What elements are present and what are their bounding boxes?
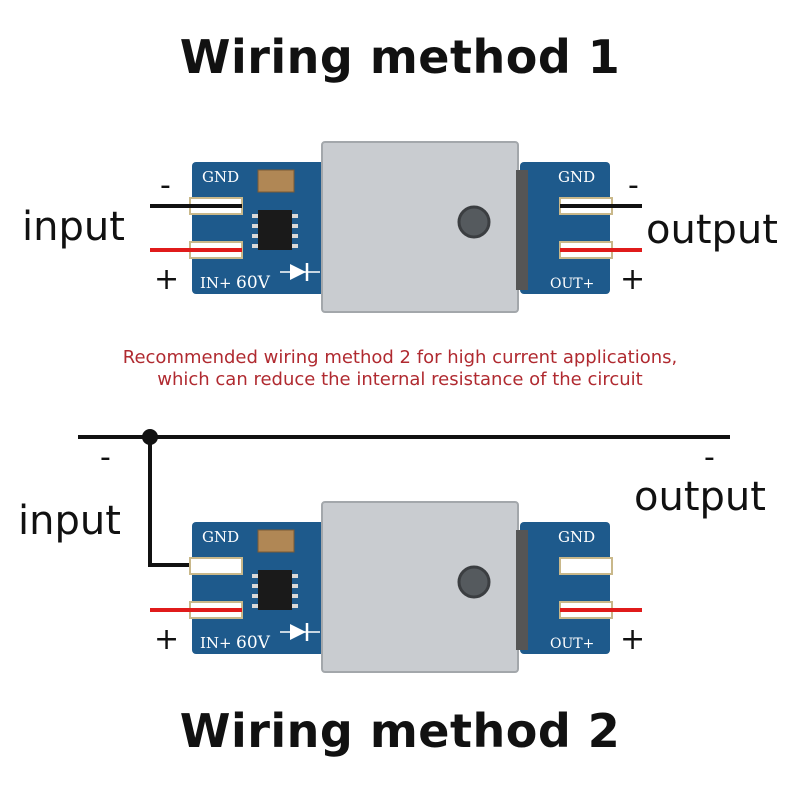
method2-input-minus: -	[100, 440, 111, 475]
diode-symbol	[280, 263, 320, 281]
voltage-label: 60V	[236, 273, 271, 293]
method1-output-label: output	[646, 207, 778, 253]
method2-output-label: output	[634, 474, 766, 520]
pcb-right	[520, 522, 610, 654]
ic-chip	[258, 210, 292, 250]
capacitor	[257, 169, 295, 193]
method1-input-label: input	[22, 204, 125, 250]
method1-title: Wiring method 1	[179, 30, 621, 84]
method2-input-label: input	[18, 498, 121, 544]
out-plus-label: OUT+	[550, 636, 594, 652]
heatsink-edge	[516, 170, 528, 290]
method1-input-plus: +	[154, 262, 180, 297]
gnd-in-label: GND	[202, 168, 239, 186]
method2-title: Wiring method 2	[179, 704, 621, 758]
method1-output-minus: -	[628, 168, 639, 203]
diode-symbol	[280, 623, 320, 641]
mounting-hole	[457, 565, 491, 599]
method1-module: GND IN+ 60V GND OUT+	[150, 141, 642, 313]
method1-output-plus: +	[620, 262, 646, 297]
method2-output-plus: +	[620, 622, 646, 657]
pcb-right	[520, 162, 610, 294]
ic-chip	[258, 570, 292, 610]
in-plus-label: IN+	[200, 634, 232, 652]
input-gnd-slot	[189, 557, 243, 575]
method2-input-plus: +	[154, 622, 180, 657]
recommendation-note: Recommended wiring method 2 for high cur…	[0, 347, 800, 391]
method1-input-minus: -	[160, 168, 171, 203]
gnd-in-label: GND	[202, 528, 239, 546]
output-gnd-slot	[559, 557, 613, 575]
in-plus-label: IN+	[200, 274, 232, 292]
gnd-out-label: GND	[558, 528, 595, 546]
gnd-out-label: GND	[558, 168, 595, 186]
note-line-1: Recommended wiring method 2 for high cur…	[122, 347, 678, 368]
mounting-hole	[457, 205, 491, 239]
ground-drop-wire	[148, 437, 195, 567]
voltage-label: 60V	[236, 633, 271, 653]
method2-output-minus: -	[704, 440, 715, 475]
capacitor	[257, 529, 295, 553]
note-line-2: which can reduce the internal resistance…	[157, 369, 643, 390]
out-plus-label: OUT+	[550, 276, 594, 292]
heatsink-edge	[516, 530, 528, 650]
method2-module: GND IN+ 60V GND OUT+	[150, 501, 642, 673]
